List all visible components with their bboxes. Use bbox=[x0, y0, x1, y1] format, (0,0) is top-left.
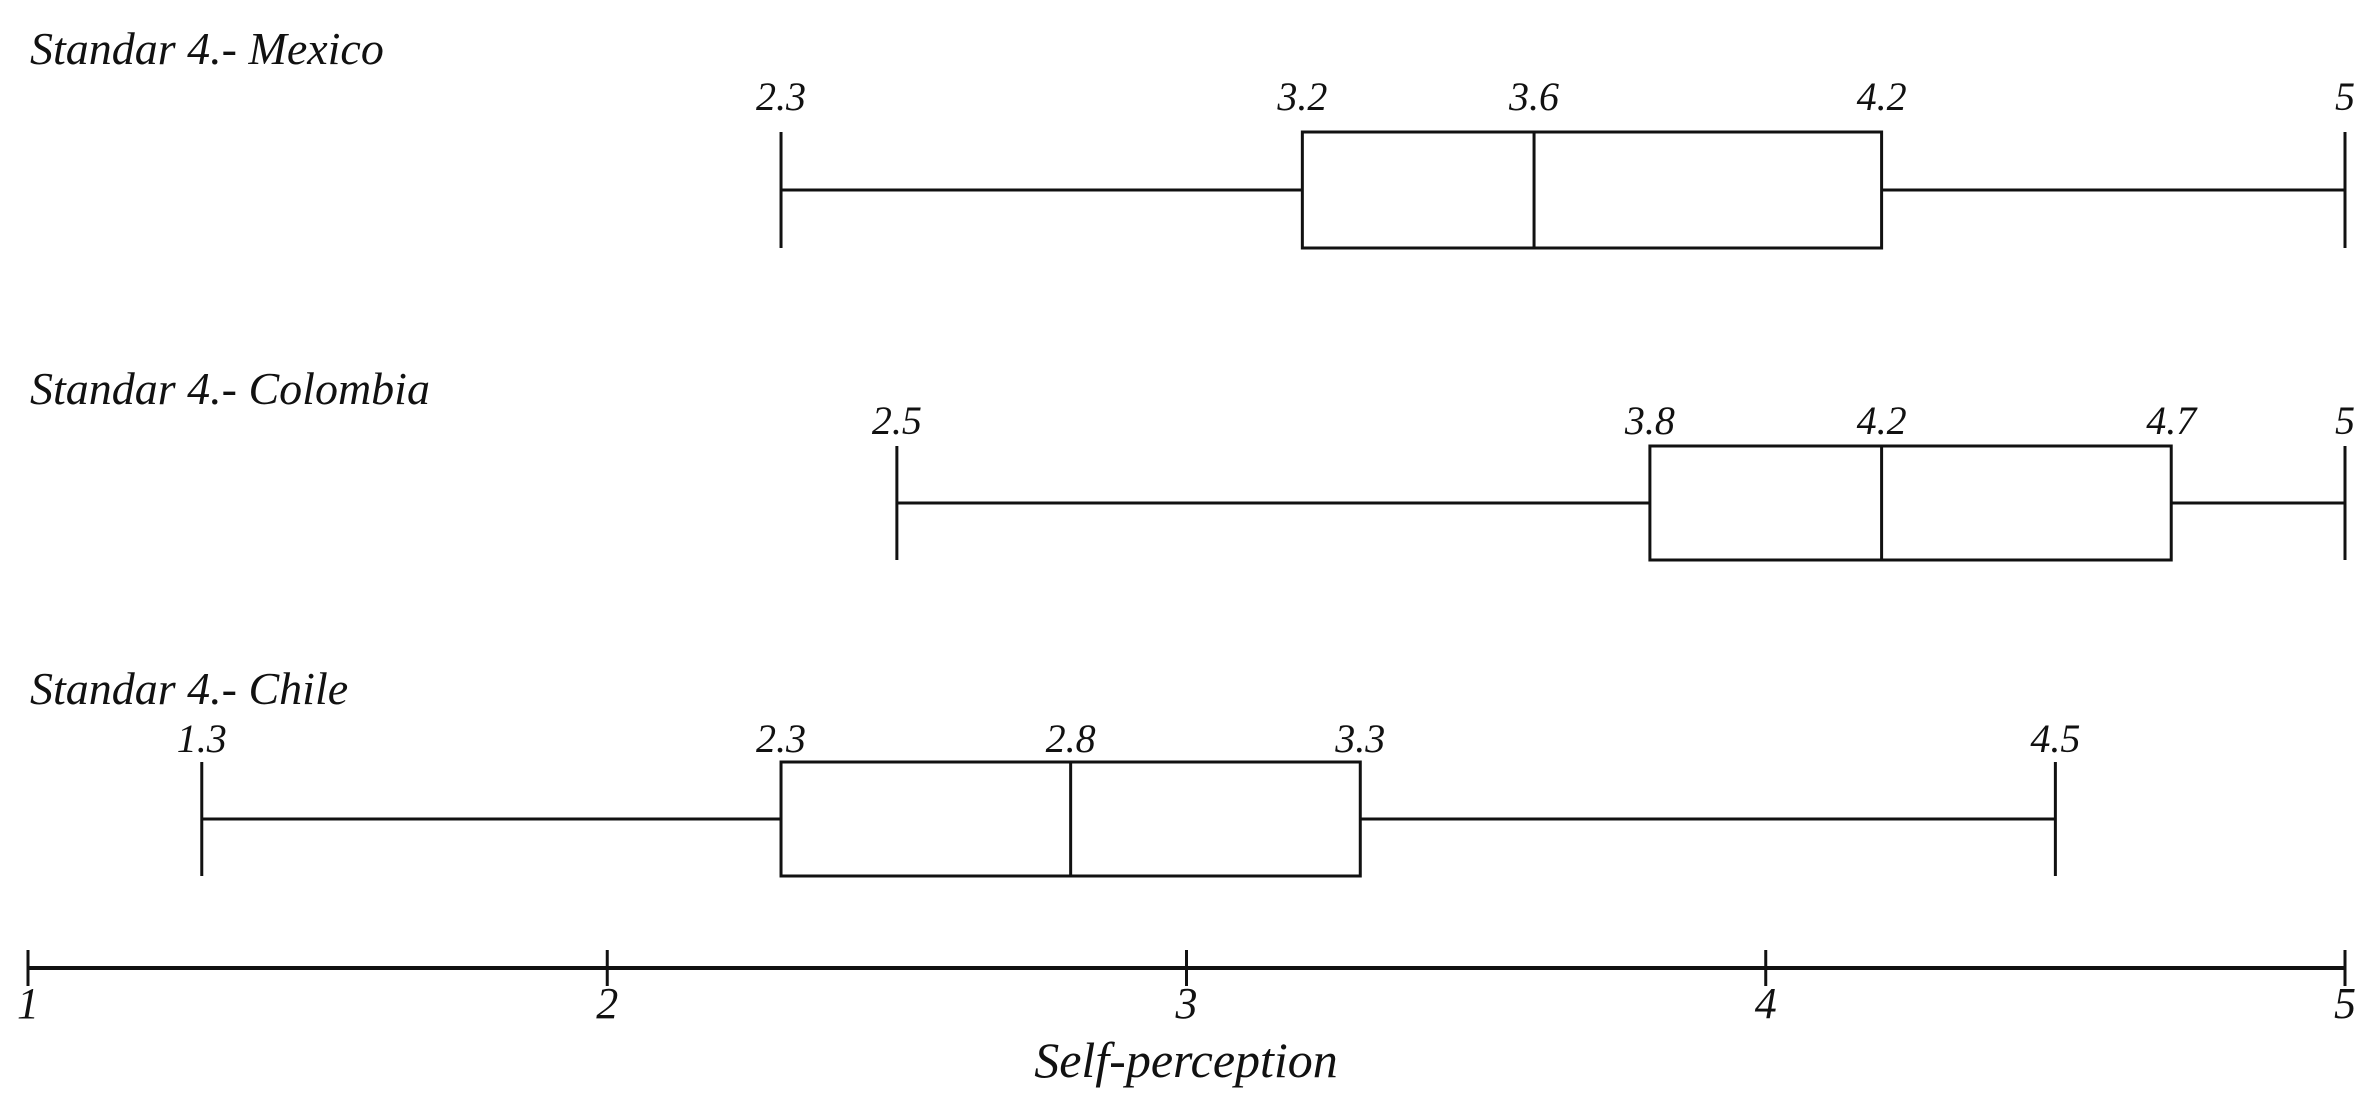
x-axis-tick-label-1: 1 bbox=[17, 979, 39, 1028]
value-label-max-colombia: 5 bbox=[2335, 398, 2355, 443]
x-axis-tick-label-3: 3 bbox=[1175, 979, 1198, 1028]
x-axis-label: Self-perception bbox=[1034, 1032, 1338, 1088]
value-label-median-mexico: 3.6 bbox=[1508, 74, 1559, 119]
value-label-min-mexico: 2.3 bbox=[756, 74, 806, 119]
series-title-chile: Standar 4.- Chile bbox=[30, 663, 349, 714]
series-title-mexico: Standar 4.- Mexico bbox=[30, 23, 384, 74]
value-label-q1-colombia: 3.8 bbox=[1624, 398, 1675, 443]
value-label-max-mexico: 5 bbox=[2335, 74, 2355, 119]
value-label-median-colombia: 4.2 bbox=[1857, 398, 1907, 443]
value-label-median-chile: 2.8 bbox=[1046, 716, 1096, 761]
iqr-box-mexico bbox=[1300, 130, 1884, 250]
x-axis-tick-label-2: 2 bbox=[596, 979, 618, 1028]
x-axis-tick-label-4: 4 bbox=[1755, 979, 1777, 1028]
value-label-min-colombia: 2.5 bbox=[872, 398, 922, 443]
value-label-q1-chile: 2.3 bbox=[756, 716, 806, 761]
value-label-min-chile: 1.3 bbox=[177, 716, 227, 761]
x-axis-tick-label-5: 5 bbox=[2334, 979, 2356, 1028]
iqr-box-colombia bbox=[1648, 444, 2173, 562]
value-label-max-chile: 4.5 bbox=[2030, 716, 2080, 761]
value-label-q1-mexico: 3.2 bbox=[1276, 74, 1327, 119]
value-label-q3-colombia: 4.7 bbox=[2146, 398, 2198, 443]
value-label-q3-chile: 3.3 bbox=[1334, 716, 1385, 761]
series-title-colombia: Standar 4.- Colombia bbox=[30, 363, 430, 414]
value-label-q3-mexico: 4.2 bbox=[1857, 74, 1907, 119]
